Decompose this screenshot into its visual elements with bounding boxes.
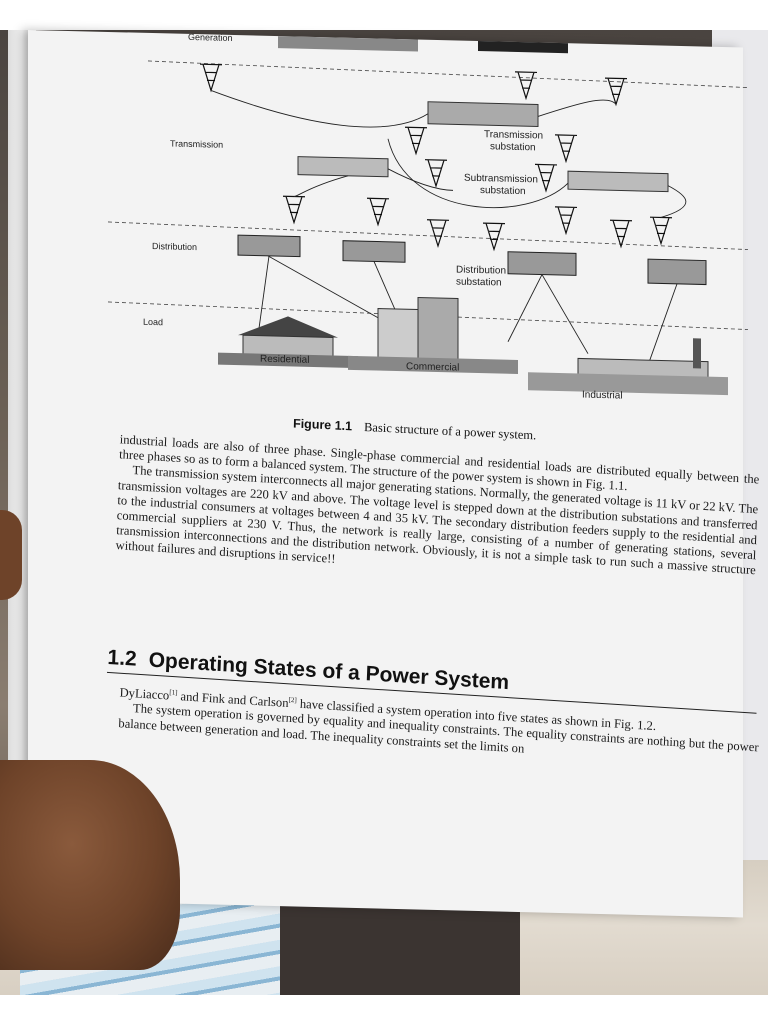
label-transmission: Transmission: [170, 138, 223, 149]
label-distribution-substation-1: Distribution: [456, 264, 506, 276]
label-load: Load: [143, 317, 163, 327]
book-page: Generation Transmission Distribution Loa…: [28, 30, 760, 918]
transmission-substation: [427, 101, 539, 127]
distribution-substation-4: [647, 258, 707, 286]
distribution-substation-2: [342, 240, 406, 263]
transmission-towers: [200, 63, 672, 252]
distribution-substation-3: [507, 251, 577, 276]
label-transmission-substation-1: Transmission: [484, 129, 543, 141]
commercial-building: [348, 297, 518, 374]
hand-holding-book: [0, 760, 180, 970]
label-industrial: Industrial: [582, 390, 623, 402]
generating-station: [278, 36, 418, 52]
label-residential: Residential: [260, 354, 309, 366]
zone-boundaries: [108, 60, 748, 330]
caption-number: Figure 1.1: [292, 416, 353, 434]
label-subtransmission-substation-1: Subtransmission: [464, 173, 538, 186]
label-commercial: Commercial: [406, 361, 459, 373]
industrial-plant: [528, 338, 728, 396]
label-subtransmission-substation-2: substation: [480, 185, 526, 197]
subtransmission-substation-right: [567, 170, 669, 193]
section-number: 1.2: [107, 645, 138, 671]
body-text-upper: industrial loads are also of three phase…: [115, 432, 759, 594]
distribution-substation-1: [237, 234, 301, 258]
author-dyliacco: DyLiacco: [119, 685, 170, 703]
power-system-figure: Generation Transmission Distribution Loa…: [108, 32, 748, 402]
label-generation: Generation: [188, 32, 233, 43]
power-lines: [210, 90, 687, 366]
label-transmission-substation-2: substation: [490, 141, 536, 153]
finger-top: [0, 510, 22, 600]
residential-building: [218, 316, 358, 369]
label-distribution: Distribution: [152, 241, 197, 252]
label-distribution-substation-2: substation: [456, 276, 502, 288]
subtransmission-substation-left: [297, 156, 389, 178]
